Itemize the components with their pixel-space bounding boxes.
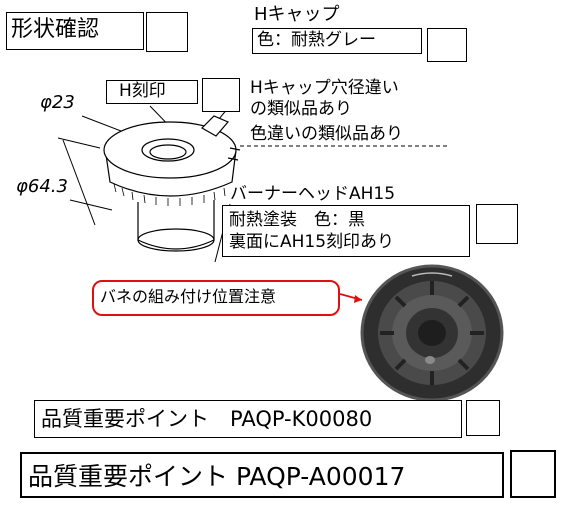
spring-leader-arrow — [354, 295, 362, 303]
dimension-line-lower — [69, 199, 113, 211]
burner-head-checkbox[interactable] — [476, 204, 518, 244]
h-engraving-label: H刻印 — [119, 81, 166, 101]
burner-head-title: バーナーヘッドAH15 — [230, 184, 396, 204]
h-cap-note-line2: の類似品あり — [250, 99, 352, 119]
quality-point-k00080-box: 品質重要ポイント PAQP-K00080 — [34, 400, 462, 438]
burner-line-drawing — [103, 115, 241, 252]
h-cap-color-checkbox[interactable] — [427, 28, 467, 62]
h-cap-note-line3: 色違いの類似品あり — [250, 124, 403, 144]
inner-diameter-label: φ23 — [40, 92, 75, 113]
dimension-line-vertical — [62, 139, 96, 226]
h-cap-color-box: 色：耐熱グレー — [252, 28, 422, 54]
burner-head-spec-box: 耐熱塗装 色：黒 裏面にAH15刻印あり — [222, 205, 470, 257]
dimension-line-upper — [57, 137, 101, 149]
quality-point-a00017-checkbox[interactable] — [510, 450, 556, 498]
burner-head-spec-line2: 裏面にAH15刻印あり — [229, 232, 395, 252]
spring-note-label: バネの組み付け位置注意 — [100, 287, 277, 306]
shape-check-box: 形状確認 — [6, 12, 144, 50]
h-cap-title: Hキャップ — [254, 4, 340, 25]
shape-check-label: 形状確認 — [11, 17, 100, 42]
quality-point-a00017-box: 品質重要ポイント PAQP-A00017 — [20, 452, 504, 498]
quality-point-k00080-label: 品質重要ポイント PAQP-K00080 — [41, 407, 373, 431]
h-engraving-checkbox[interactable] — [202, 78, 240, 112]
quality-point-a00017-label: 品質重要ポイント PAQP-A00017 — [28, 462, 406, 491]
quality-point-k00080-checkbox[interactable] — [466, 400, 500, 436]
spring-note-box: バネの組み付け位置注意 — [92, 280, 340, 316]
h-cap-color-label: 色：耐熱グレー — [257, 30, 376, 50]
h-engraving-box: H刻印 — [106, 80, 198, 104]
outer-diameter-label: φ64.3 — [16, 176, 68, 197]
burner-head-photo — [360, 264, 504, 402]
h-cap-note-line1: Hキャップ穴径違い — [250, 78, 399, 98]
burner-head-spec-line1: 耐熱塗装 色：黒 — [229, 210, 365, 230]
shape-check-checkbox[interactable] — [146, 12, 188, 52]
